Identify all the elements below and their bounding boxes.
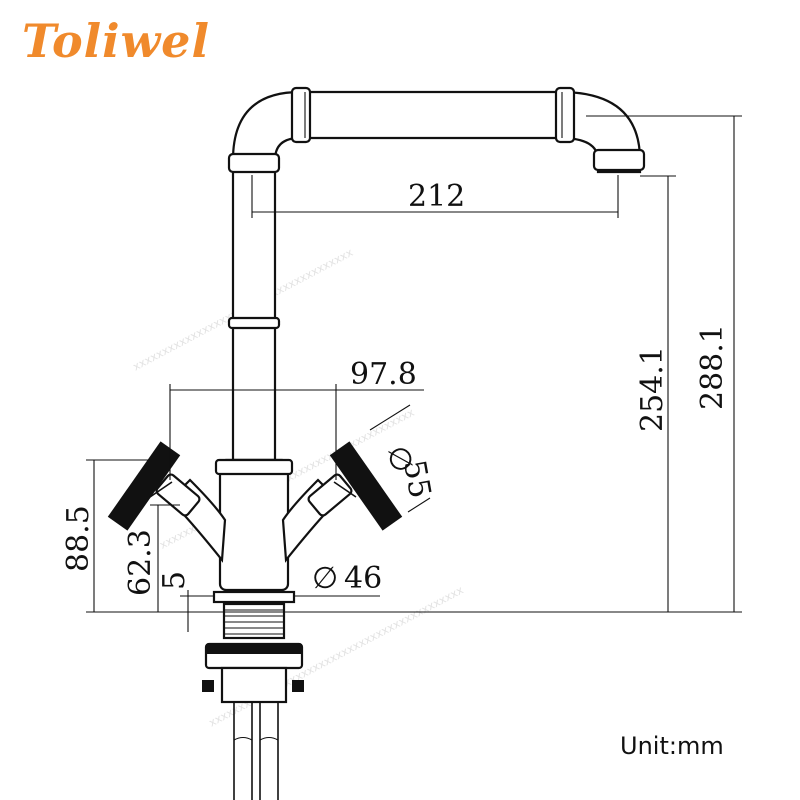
dim-handle-spacing: 97.8 [350,357,417,392]
unit-label: Unit:mm [620,732,724,760]
left-handle [107,441,181,531]
dim-total-height: 288.1 [695,324,730,410]
dim-spout-reach: 212 [408,179,465,214]
dim-spout-height: 254.1 [635,346,670,432]
dim-body-height: 62.3 [123,529,158,596]
faucet-spout [227,86,646,462]
dimension-labels: 212 97.8 288.1 254.1 88.5 62.3 5 ∅ 46 ∅ … [61,179,730,596]
dim-diameter-symbol-base: ∅ [312,561,338,596]
brand-logo: Toliwel [22,14,210,68]
right-handle [329,441,403,531]
dim-handle-height: 88.5 [61,505,96,572]
base-and-shank [202,590,304,800]
thread-lines [224,609,284,635]
dim-base-diameter: 46 [344,561,382,596]
dim-handle-diameter: 55 [396,457,437,501]
dim-diameter-symbol-handle: ∅ [380,443,419,475]
faucet-body [155,458,353,592]
dim-base-thickness: 5 [157,571,192,590]
dimension-lines [86,115,742,632]
